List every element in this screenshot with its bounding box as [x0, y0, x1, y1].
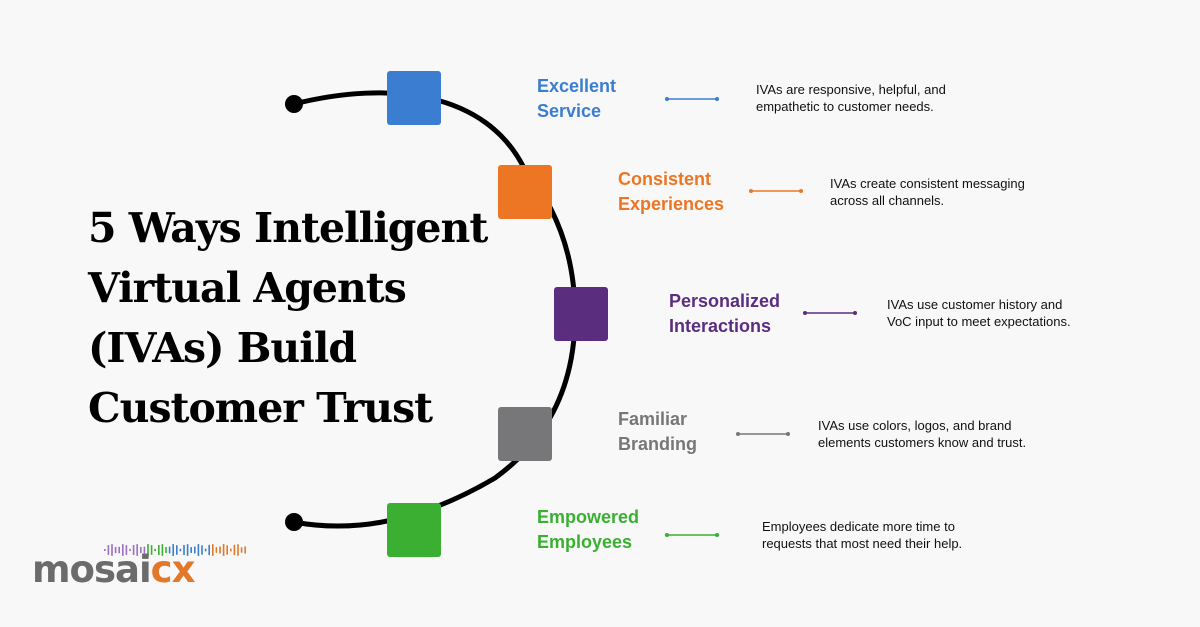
soundwave-bar [147, 544, 149, 556]
soundwave-bar [107, 545, 110, 555]
arc-start-dot [285, 95, 303, 113]
soundwave-bar [222, 544, 225, 556]
soundwave-bar [190, 547, 192, 553]
personalized-interactions-description: IVAs use customer history and VoC input … [887, 297, 1071, 329]
soundwave-bar [230, 548, 232, 552]
connector-dot [736, 432, 740, 436]
soundwave-bar [233, 544, 236, 556]
soundwave-bar [136, 544, 138, 556]
soundwave-bar [154, 548, 156, 552]
soundwave-bar [176, 545, 178, 555]
soundwave-bar [244, 546, 246, 554]
soundwave-bar [122, 544, 124, 556]
connector-dot [715, 533, 719, 537]
soundwave-bar [165, 547, 167, 553]
soundwave-bar [111, 544, 113, 556]
soundwave-bar [125, 545, 128, 555]
title-line: Virtual Agents [88, 264, 407, 312]
connector-dot [665, 533, 669, 537]
soundwave-bar [143, 546, 146, 554]
soundwave-bar [179, 548, 182, 552]
empowered-employees-description: Employees dedicate more time to requests… [762, 519, 963, 551]
title-line: 5 Ways Intelligent [88, 204, 488, 252]
soundwave-bar [183, 544, 185, 556]
soundwave-bar [194, 546, 196, 554]
arc-end-dot [285, 513, 303, 531]
mosaicx-logo: mosaicx [30, 542, 246, 592]
personalized-interactions-title: Personalized Interactions [669, 291, 781, 336]
personalized-interactions-marker [554, 287, 608, 341]
connector-dot [749, 189, 753, 193]
soundwave-icon [104, 544, 246, 556]
page-title: 5 Ways Intelligent Virtual Agents (IVAs)… [88, 198, 528, 438]
soundwave-bar [150, 545, 153, 555]
empowered-employees-marker [387, 503, 441, 557]
soundwave-bar [161, 544, 164, 556]
soundwave-bar [168, 546, 171, 554]
soundwave-bar [226, 545, 228, 555]
excellent-service-description: IVAs are responsive, helpful, and empath… [756, 82, 946, 114]
soundwave-bar [132, 545, 135, 555]
soundwave-bar [208, 544, 210, 556]
logo-wordmark: mosaicx [32, 548, 195, 591]
connector-dot [715, 97, 719, 101]
excellent-service-marker [387, 71, 441, 125]
connector-dot [803, 311, 807, 315]
connector-dot [786, 432, 790, 436]
consistent-experiences-title: Consistent Experiences [618, 169, 725, 214]
soundwave-bar [172, 544, 174, 556]
connector-dot [799, 189, 803, 193]
soundwave-bar [104, 549, 106, 551]
soundwave-bar [114, 546, 117, 554]
soundwave-bar [215, 547, 218, 553]
excellent-service-title: Excellent Service [537, 76, 617, 121]
soundwave-bar [140, 546, 142, 554]
soundwave-bar [118, 546, 120, 554]
familiar-branding-description: IVAs use colors, logos, and brand elemen… [818, 418, 1027, 450]
soundwave-bar [201, 545, 203, 555]
connector-dot [853, 311, 857, 315]
soundwave-bar [204, 548, 207, 552]
soundwave-bar [219, 546, 221, 554]
connector-dot [665, 97, 669, 101]
consistent-experiences-description: IVAs create consistent messaging across … [830, 176, 1025, 208]
connector-lines [665, 97, 857, 537]
soundwave-bar [197, 544, 200, 556]
familiar-branding-marker [498, 407, 552, 461]
soundwave-bar [186, 544, 189, 556]
empowered-employees-title: Empowered Employees [537, 507, 640, 552]
soundwave-bar [240, 547, 243, 553]
soundwave-bar [212, 544, 214, 556]
consistent-experiences-marker [498, 165, 552, 219]
arc-path [291, 90, 578, 529]
soundwave-bar [158, 544, 160, 556]
soundwave-bar [237, 544, 239, 556]
title-line: (IVAs) Build [88, 324, 357, 372]
familiar-branding-title: Familiar Branding [618, 409, 697, 454]
title-line: Customer Trust [88, 384, 433, 432]
soundwave-bar [129, 548, 131, 552]
